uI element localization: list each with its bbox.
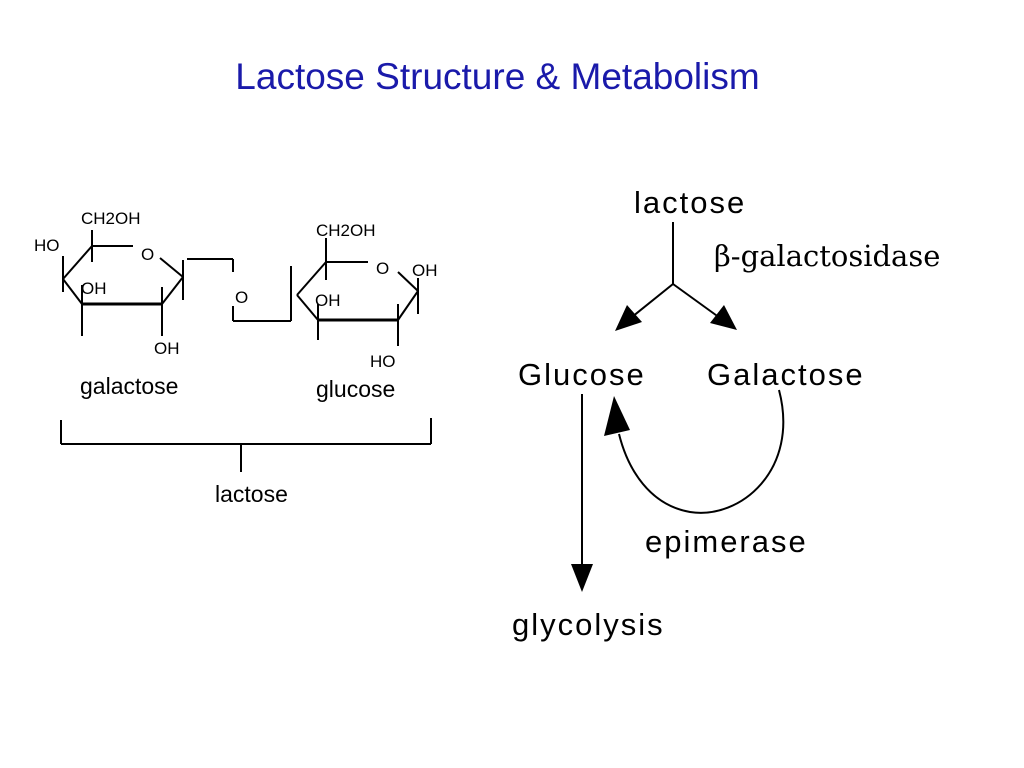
glucose-name: glucose [316, 376, 395, 402]
gal-ring-bond [159, 257, 184, 278]
gal-ring-o-label: O [141, 245, 154, 264]
to-glucose-line [631, 283, 674, 318]
glc-ch2oh-label: CH2OH [316, 221, 376, 240]
pathway-lactose-label: lactose [634, 185, 746, 220]
glycosidic-bond: O [187, 258, 292, 322]
glc-ring-bond [397, 290, 419, 321]
gal-ring-bond [62, 278, 83, 305]
pathway-galactose-label: Galactose [707, 357, 865, 392]
gal-ho-label: HO [34, 236, 60, 255]
to-galactose-arrowhead [710, 305, 737, 330]
glucose-ring: CH2OH O OH OH HO [296, 221, 438, 371]
pathway-glycolysis-label: glycolysis [512, 607, 665, 642]
glc-oh-mid-label: OH [315, 291, 341, 310]
lactose-bracket [60, 418, 432, 472]
epimerase-curve [618, 389, 785, 514]
gal-ch2oh-label: CH2OH [81, 209, 141, 228]
to-galactose-line [672, 283, 721, 319]
glc-ring-bond [296, 261, 327, 296]
slide-title: Lactose Structure & Metabolism [235, 56, 760, 97]
glycosidic-o-label: O [235, 288, 248, 307]
galactose-ring: CH2OH HO O OH OH [34, 209, 184, 358]
beta-galactosidase-label: β-galactosidase [714, 239, 940, 273]
lactose-bracket-label: lactose [215, 481, 288, 507]
galactose-name: galactose [80, 373, 178, 399]
glc-oh-right-label: OH [412, 261, 438, 280]
glc-ring-bond [296, 294, 319, 321]
pathway-glucose-label: Glucose [518, 357, 646, 392]
to-glycolysis-arrowhead [571, 564, 593, 592]
epimerase-arrowhead [604, 396, 630, 436]
glc-ring-o-label: O [376, 259, 389, 278]
gal-oh-bottom-label: OH [154, 339, 180, 358]
gal-oh-mid-label: OH [81, 279, 107, 298]
pathway-epimerase-label: epimerase [645, 524, 808, 559]
gal-ring-bond [161, 276, 184, 305]
glc-ring-bond [397, 271, 419, 292]
gal-ring-bond [62, 245, 93, 280]
glc-ho-bottom-label: HO [370, 352, 396, 371]
to-glucose-arrowhead [615, 305, 642, 331]
